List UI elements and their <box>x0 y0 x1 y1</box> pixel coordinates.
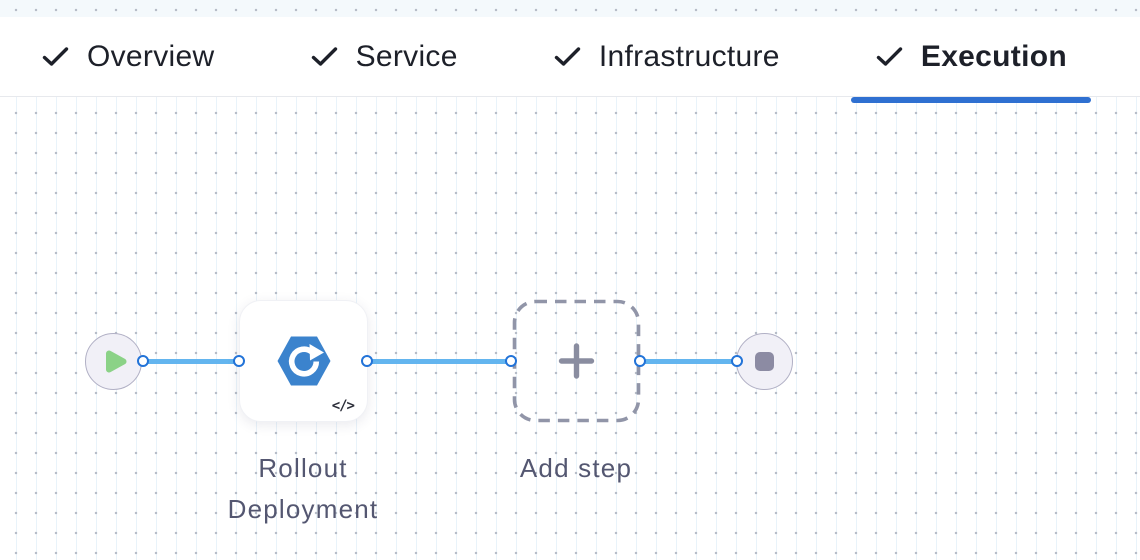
tab-execution[interactable]: Execution <box>851 17 1092 103</box>
add-step-label[interactable]: Add step <box>519 453 633 483</box>
port-addstep-in[interactable] <box>505 355 517 367</box>
tab-overview-label: Overview <box>87 39 215 73</box>
tab-overview[interactable]: Overview <box>42 17 214 96</box>
pipeline-canvas[interactable]: </> Rollout Deployment Add step <box>0 97 1140 560</box>
tab-infrastructure-label: Infrastructure <box>598 39 780 73</box>
tab-infrastructure[interactable]: Infrastructure <box>554 17 780 96</box>
pipeline-start-node[interactable] <box>85 333 142 390</box>
rollout-deployment-node[interactable]: </> <box>239 300 368 422</box>
port-step-in[interactable] <box>233 355 245 367</box>
tab-service-label: Service <box>355 39 458 73</box>
step-node-label: Rollout Deployment <box>227 453 379 524</box>
check-icon <box>876 46 903 67</box>
check-icon <box>311 46 338 67</box>
check-icon <box>554 46 581 67</box>
tab-execution-label: Execution <box>920 39 1067 73</box>
edge-step-to-addstep <box>367 359 513 364</box>
canvas-top-strip <box>0 0 1140 17</box>
check-icon <box>42 46 69 67</box>
tab-service[interactable]: Service <box>311 17 458 96</box>
port-start-out[interactable] <box>137 355 149 367</box>
active-tab-underline <box>851 97 1092 103</box>
port-step-out[interactable] <box>361 355 373 367</box>
edge-start-to-step <box>143 359 241 364</box>
play-icon <box>85 333 142 390</box>
pipeline-end-node[interactable] <box>736 333 793 390</box>
port-addstep-out[interactable] <box>634 355 646 367</box>
add-step-node[interactable] <box>512 299 641 423</box>
stage-tabs-bar: Overview Service Infrastructure <box>0 17 1140 103</box>
port-end-in[interactable] <box>731 355 743 367</box>
k8s-rollout-icon <box>276 335 332 387</box>
stop-square-icon <box>755 352 774 371</box>
edge-addstep-to-end <box>640 359 739 364</box>
plus-icon <box>558 343 595 379</box>
code-icon[interactable]: </> <box>331 398 355 414</box>
